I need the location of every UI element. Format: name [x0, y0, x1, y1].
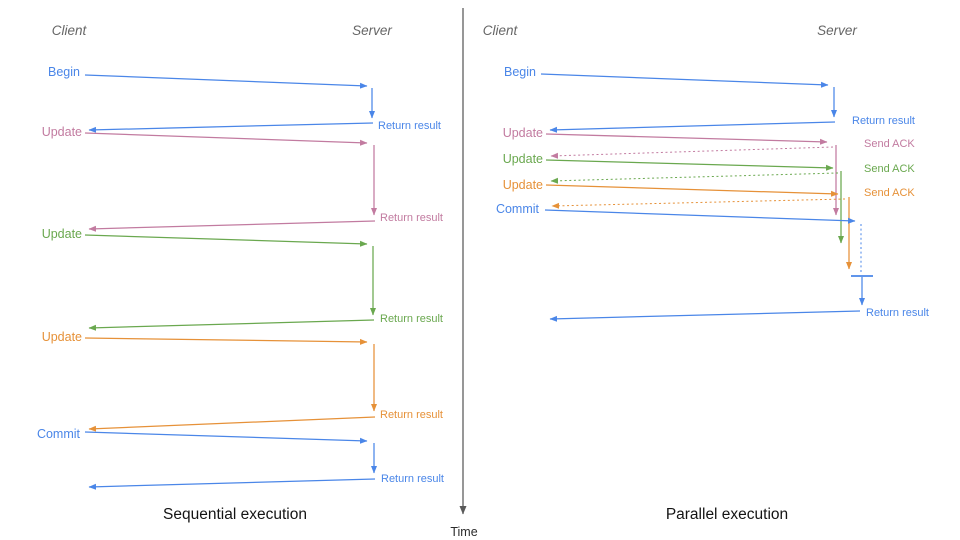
- server-header: Server: [352, 23, 392, 38]
- begin-return-label: Return result: [378, 120, 441, 132]
- update1-return-arrow: [88, 220, 376, 232]
- update3-label: Update: [503, 178, 543, 192]
- begin-label: Begin: [504, 65, 536, 79]
- update2-request-arrow: [84, 234, 368, 247]
- server-header: Server: [817, 23, 857, 38]
- update2-label: Update: [42, 227, 82, 241]
- begin-return-label: Return result: [852, 115, 915, 127]
- commit-return-label: Return result: [866, 307, 929, 319]
- commit-label: Commit: [496, 202, 540, 216]
- client-header: Client: [52, 23, 88, 38]
- message-update-3: Update Return result: [42, 330, 443, 432]
- commit-request-arrow: [84, 431, 368, 444]
- update3-return-label: Return result: [380, 409, 443, 421]
- update2-return-arrow: [88, 319, 375, 331]
- begin-request-arrow: [540, 73, 829, 88]
- sequential-panel: Client Server Begin Return result Update…: [37, 23, 444, 523]
- update3-return-arrow: [88, 416, 376, 432]
- update1-ack-arrow: [550, 146, 834, 159]
- message-begin: Begin Return result: [48, 65, 441, 133]
- update2-return-label: Return result: [380, 313, 443, 325]
- update1-request-arrow: [545, 133, 828, 145]
- update1-request-arrow: [84, 132, 368, 146]
- commit-label: Commit: [37, 427, 81, 441]
- message-update-1: Update Return result: [42, 125, 443, 232]
- message-update-2: Update Return result: [42, 227, 443, 331]
- sequential-caption: Sequential execution: [163, 506, 307, 523]
- message-begin: Begin Return result: [504, 65, 915, 133]
- update2-label: Update: [503, 152, 543, 166]
- update1-label: Update: [42, 125, 82, 139]
- update1-label: Update: [503, 126, 543, 140]
- commit-return-arrow: [549, 310, 861, 322]
- parallel-panel: Client Server Begin Return result Update…: [483, 23, 929, 523]
- begin-return-arrow: [549, 121, 836, 133]
- time-axis: Time: [450, 8, 478, 539]
- update2-ack-arrow: [550, 172, 839, 184]
- commit-request-arrow: [544, 209, 856, 224]
- message-commit: Commit Return result: [496, 202, 929, 322]
- begin-return-arrow: [88, 122, 374, 133]
- update1-ack-label: Send ACK: [864, 138, 915, 150]
- commit-return-arrow: [88, 478, 376, 490]
- message-update-2: Update Send ACK: [503, 152, 915, 244]
- parallel-caption: Parallel execution: [666, 506, 788, 523]
- client-header: Client: [483, 23, 519, 38]
- message-update-1: Update Send ACK: [503, 126, 915, 216]
- update2-request-arrow: [545, 159, 834, 171]
- update3-ack-label: Send ACK: [864, 187, 915, 199]
- time-axis-label: Time: [450, 525, 477, 539]
- update3-request-arrow: [84, 337, 368, 345]
- commit-return-label: Return result: [381, 473, 444, 485]
- message-update-3: Update Send ACK: [503, 178, 915, 270]
- update1-return-label: Return result: [380, 212, 443, 224]
- begin-request-arrow: [84, 74, 368, 89]
- update3-ack-arrow: [551, 198, 846, 209]
- update2-ack-label: Send ACK: [864, 163, 915, 175]
- update3-label: Update: [42, 330, 82, 344]
- update3-request-arrow: [545, 184, 839, 197]
- begin-label: Begin: [48, 65, 80, 79]
- message-commit: Commit Return result: [37, 427, 444, 490]
